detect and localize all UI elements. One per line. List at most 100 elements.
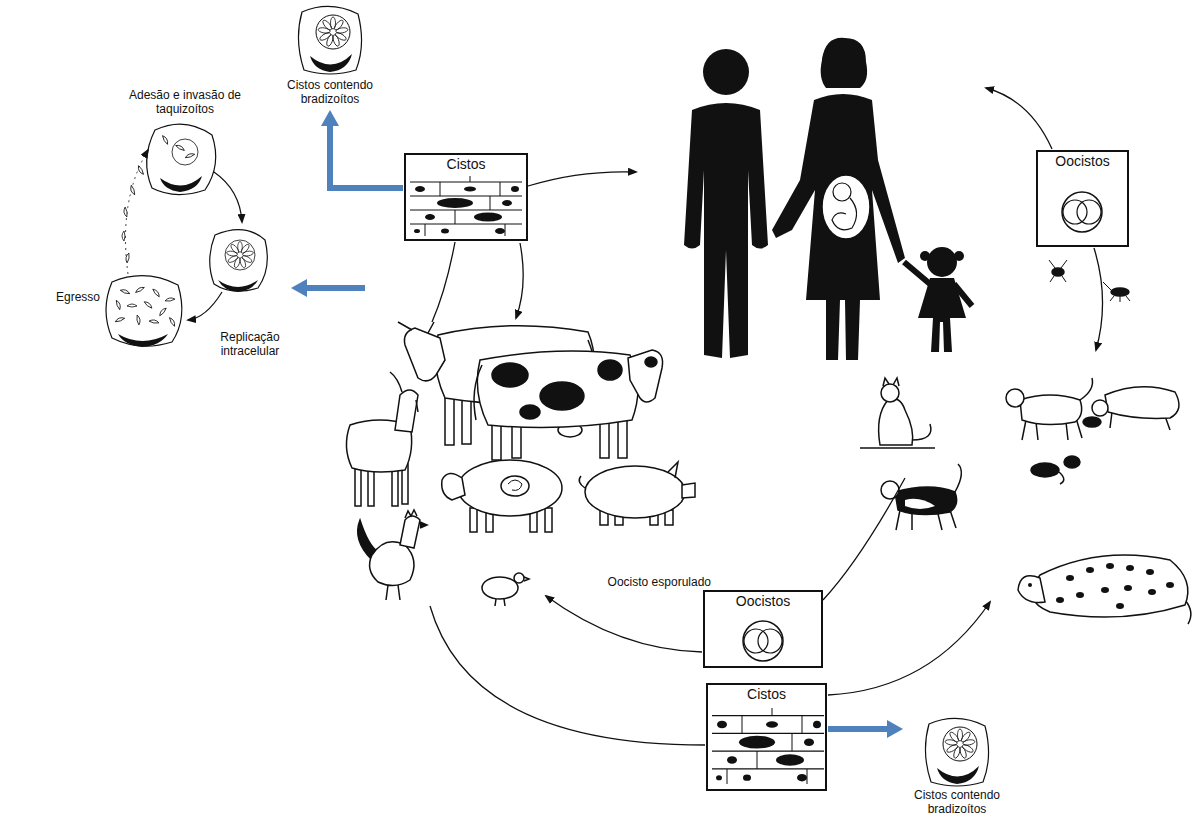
human-silhouettes — [822, 175, 870, 239]
felines — [1049, 260, 1067, 282]
tachyzoite-cycle — [125, 253, 130, 263]
oocyst-box: Oocisto esporuladoOocistos — [703, 590, 823, 668]
tachyzoite-cycle — [226, 242, 253, 269]
cyst-caption: Cistos contendo bradizoítos — [907, 718, 1007, 816]
tachyzoite-cycle — [126, 150, 149, 274]
livestock — [628, 350, 663, 402]
livestock — [398, 322, 434, 333]
felines — [1059, 472, 1064, 484]
livestock — [355, 466, 361, 506]
felines — [883, 378, 899, 386]
cyst-box: Cistos — [404, 153, 528, 241]
livestock — [368, 468, 374, 506]
felines — [1066, 575, 1074, 581]
livestock — [462, 398, 471, 444]
tachyzoite-cycle — [137, 165, 145, 175]
tachyzoite-cycle — [115, 300, 121, 310]
tachyzoite-cycle — [106, 276, 182, 346]
livestock — [501, 476, 529, 496]
tachyzoite-cycle — [129, 185, 135, 195]
felines — [1080, 378, 1093, 400]
tachyzoite-cycle — [162, 135, 170, 145]
livestock — [645, 357, 657, 367]
felines — [1056, 597, 1064, 603]
tachyzoite-cycle — [175, 144, 185, 152]
livestock — [668, 462, 678, 478]
felines — [1076, 592, 1084, 598]
transmission-lines — [430, 88, 1103, 745]
oocyst-symbol — [743, 621, 783, 661]
oocyst-box: Oocistos — [1036, 150, 1129, 247]
livestock — [405, 510, 417, 518]
livestock — [386, 585, 400, 600]
human-silhouettes — [821, 38, 867, 88]
tachyzoite-cycle — [158, 307, 167, 317]
felines — [905, 499, 935, 509]
felines — [881, 384, 899, 402]
felines — [1052, 268, 1064, 276]
felines — [1083, 417, 1101, 427]
tachyzoite-cycle — [165, 297, 175, 302]
felines — [1032, 555, 1188, 617]
livestock — [508, 480, 522, 490]
tachyzoite-cycle — [218, 280, 258, 292]
felines — [1105, 387, 1179, 419]
felines — [1028, 583, 1032, 587]
livestock — [520, 405, 540, 419]
tachyzoite-cycle — [185, 152, 195, 158]
livestock — [404, 328, 445, 381]
tachyzoite-cycle — [214, 172, 242, 222]
felines — [879, 399, 913, 445]
livestock — [400, 516, 420, 548]
livestock — [540, 382, 584, 410]
felines — [1018, 576, 1045, 603]
cyst-box: Cistos — [706, 683, 827, 791]
livestock — [495, 577, 529, 606]
heading-label: Oocisto esporulado — [608, 575, 711, 589]
blue-arrow-connector — [321, 110, 403, 188]
felines — [1103, 282, 1130, 302]
blue-arrow-connector — [828, 720, 903, 738]
tachyzoite-cycle — [115, 316, 125, 322]
tachyzoite-cycle — [160, 176, 202, 192]
felines — [955, 464, 961, 492]
human-silhouettes — [954, 251, 964, 261]
livestock — [370, 542, 414, 586]
felines — [1028, 563, 1174, 609]
livestock — [458, 460, 562, 516]
connector-line — [828, 726, 889, 732]
tachyzoite-cycle — [136, 315, 141, 325]
felines — [895, 487, 957, 515]
transmission-lines — [1094, 248, 1103, 350]
livestock — [390, 372, 418, 412]
tachyzoite-cycle — [149, 319, 159, 324]
felines — [1106, 563, 1114, 569]
tachyzoite-cycle — [106, 124, 267, 347]
felines — [1166, 582, 1174, 588]
human-silhouettes — [703, 49, 749, 95]
cyst-cell — [925, 718, 988, 786]
transmission-lines — [430, 606, 705, 745]
transmission-lines — [823, 478, 905, 600]
felines — [1148, 589, 1156, 595]
tachyzoite-cycle — [127, 304, 137, 307]
node-label: Cistos — [406, 156, 526, 173]
tachyzoite-cycle — [147, 124, 216, 194]
blue-arrow — [291, 279, 307, 297]
arrow-head — [321, 110, 339, 126]
tachyzoite-cycle — [169, 317, 177, 327]
node-label: Cistos contendo bradizoítos — [275, 78, 385, 106]
human-silhouettes — [832, 198, 857, 230]
tachyzoite-cycle — [123, 207, 128, 217]
livestock — [598, 360, 622, 380]
felines — [1116, 603, 1124, 609]
human-silhouettes — [684, 103, 768, 358]
livestock — [477, 351, 638, 428]
felines — [1020, 395, 1082, 425]
livestock — [346, 322, 695, 606]
felines — [1031, 463, 1059, 477]
livestock — [482, 577, 518, 599]
human-silhouettes — [833, 183, 851, 201]
